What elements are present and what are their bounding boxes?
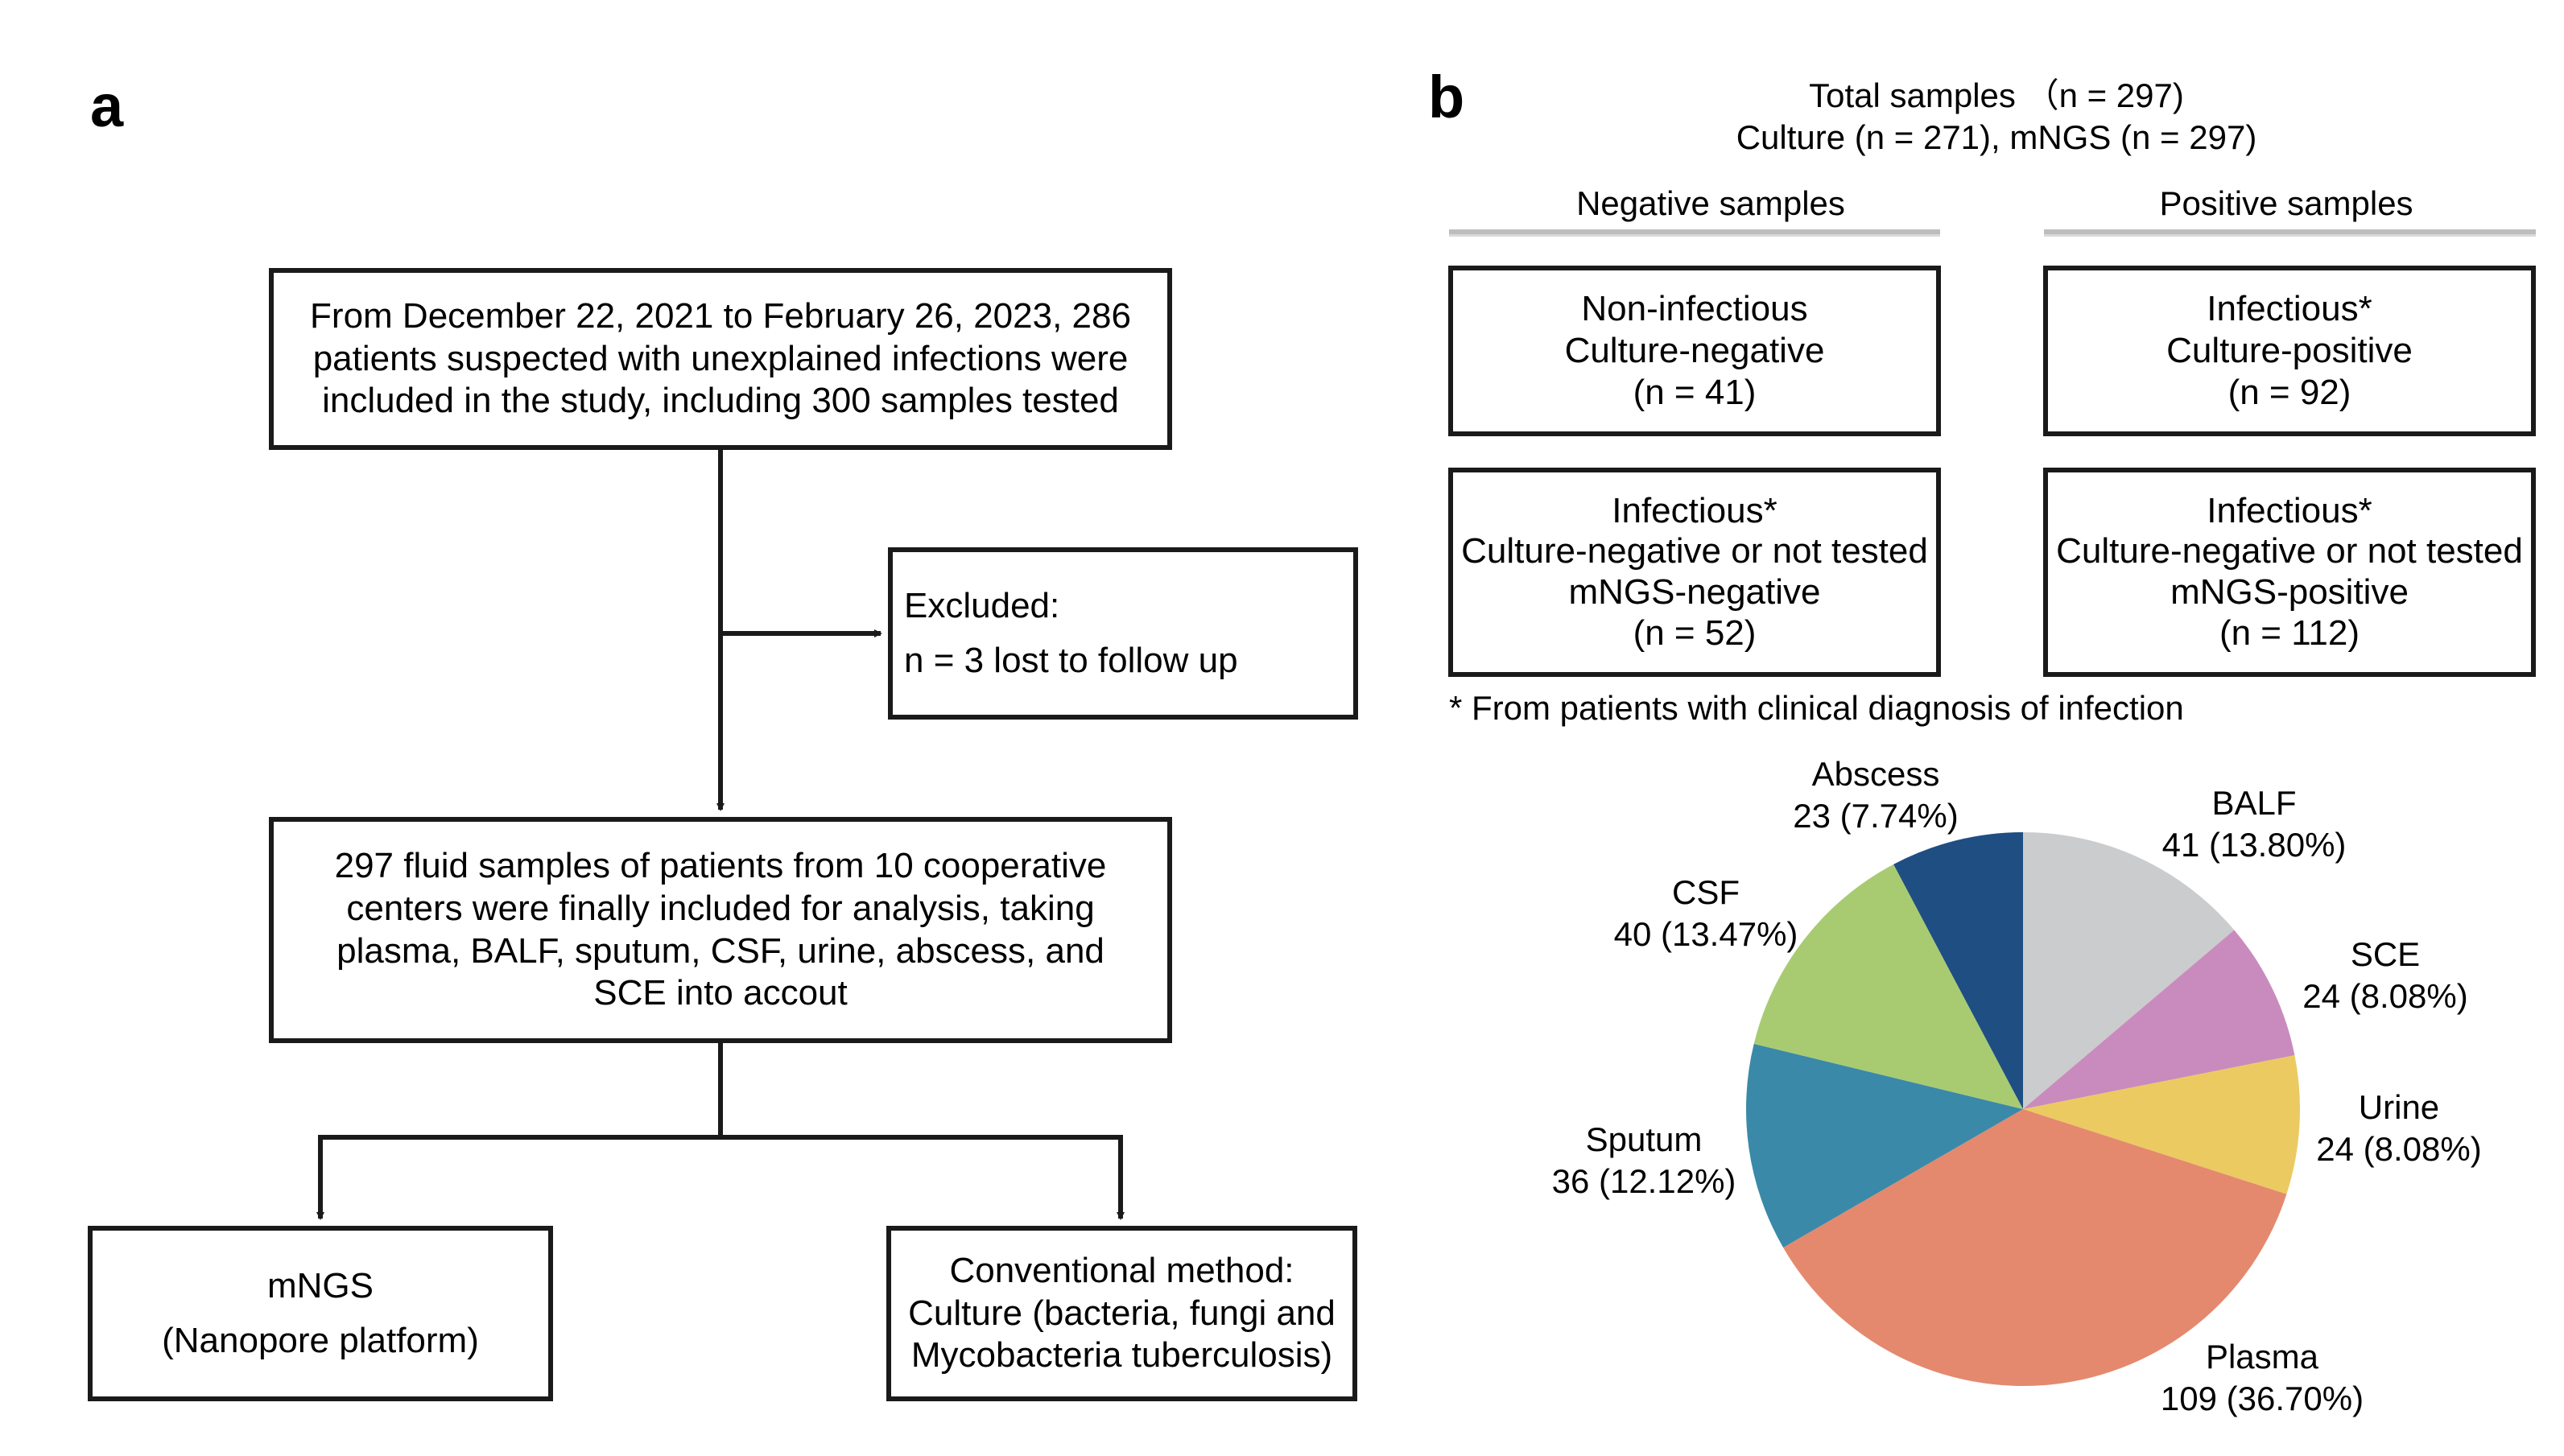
footnote: * From patients with clinical diagnosis … xyxy=(1449,689,2184,727)
neg1-line-3: (n = 41) xyxy=(1633,372,1757,412)
included-line-1: 297 fluid samples of patients from 10 co… xyxy=(334,845,1107,885)
mngs-title: mNGS xyxy=(267,1265,374,1305)
conventional-line-1: Conventional method: xyxy=(949,1250,1294,1290)
intro-box: From December 22, 2021 to February 26, 2… xyxy=(269,268,1172,450)
included-line-4: SCE into accout xyxy=(593,973,848,1013)
pie-label-value: 24 (8.08%) xyxy=(2316,1129,2482,1168)
pos1-line-3: (n = 92) xyxy=(2228,372,2351,412)
pie-slice-csf xyxy=(1753,864,2023,1109)
mngs-platform: (Nanopore platform) xyxy=(162,1321,479,1360)
neg2-line-3: mNGS-negative xyxy=(1568,572,1821,612)
total-samples-line: Total samples （n = 297) xyxy=(1809,76,2184,114)
pie-slice-sce xyxy=(2023,930,2295,1109)
pie-label-value: 109 (36.70%) xyxy=(2160,1379,2364,1417)
pie-label-name: SCE xyxy=(2350,935,2421,973)
pie-label-value: 36 (12.12%) xyxy=(1551,1161,1736,1200)
mngs-box: mNGS (Nanopore platform) xyxy=(88,1226,553,1401)
pie-slice-abscess xyxy=(1893,832,2023,1109)
neg1-line-2: Culture-negative xyxy=(1564,331,1825,371)
included-line-3: plasma, BALF, sputum, CSF, urine, absces… xyxy=(336,930,1104,971)
panel-b-letter: b xyxy=(1428,64,1465,130)
pos2-line-2: Culture-negative or not tested xyxy=(2056,531,2523,571)
conventional-line-2: Culture (bacteria, fungi and xyxy=(908,1293,1336,1333)
pie-slice-urine xyxy=(2023,1055,2301,1194)
pie-label-value: 40 (13.47%) xyxy=(1613,914,1798,953)
infectious-mngs-negative-box: Infectious* Culture-negative or not test… xyxy=(1448,468,1941,677)
non-infectious-culture-negative-box: Non-infectious Culture-negative (n = 41) xyxy=(1448,266,1941,436)
negative-samples-header: Negative samples xyxy=(1576,184,1845,222)
intro-line-1: From December 22, 2021 to February 26, 2… xyxy=(310,295,1131,336)
culture-mngs-line: Culture (n = 271), mNGS (n = 297) xyxy=(1736,118,2257,156)
infectious-culture-positive-box: Infectious* Culture-positive (n = 92) xyxy=(2043,266,2536,436)
pie-label-name: Urine xyxy=(2358,1088,2440,1126)
pos2-line-4: (n = 112) xyxy=(2219,613,2360,653)
infectious-mngs-positive-box: Infectious* Culture-negative or not test… xyxy=(2043,468,2536,677)
pie-slice-sputum xyxy=(1746,1043,2023,1248)
excluded-title: Excluded: xyxy=(904,585,1060,625)
pos2-line-3: mNGS-positive xyxy=(2170,572,2409,612)
intro-line-2: patients suspected with unexplained infe… xyxy=(312,338,1129,378)
pie-label-name: CSF xyxy=(1672,873,1740,911)
pos1-line-1: Infectious* xyxy=(2207,289,2372,329)
excluded-detail: n = 3 lost to follow up xyxy=(904,641,1238,680)
pie-label-name: BALF xyxy=(2211,784,2297,822)
pie-label-value: 24 (8.08%) xyxy=(2302,976,2468,1015)
pie-slice-balf xyxy=(2023,832,2235,1109)
included-samples-box: 297 fluid samples of patients from 10 co… xyxy=(269,817,1172,1043)
neg1-line-1: Non-infectious xyxy=(1581,289,1808,329)
intro-line-3: included in the study, including 300 sam… xyxy=(322,381,1119,421)
panel-a-letter: a xyxy=(90,72,124,139)
pie-label-value: 23 (7.74%) xyxy=(1793,796,1959,835)
pie-label-name: Abscess xyxy=(1811,755,1940,793)
positive-header-rule xyxy=(2044,229,2536,237)
pos2-line-1: Infectious* xyxy=(2207,490,2372,530)
neg2-line-2: Culture-negative or not tested xyxy=(1461,531,1928,571)
pie-label-name: Sputum xyxy=(1585,1120,1703,1158)
pos1-line-2: Culture-positive xyxy=(2166,331,2413,371)
conventional-line-3: Mycobacteria tuberculosis) xyxy=(910,1335,1333,1376)
neg2-line-1: Infectious* xyxy=(1612,490,1777,530)
pie-label-value: 41 (13.80%) xyxy=(2161,825,2347,864)
conventional-method-box: Conventional method: Culture (bacteria, … xyxy=(886,1226,1357,1401)
negative-header-rule xyxy=(1449,229,1940,237)
positive-samples-header: Positive samples xyxy=(2159,184,2413,222)
pie-label-name: Plasma xyxy=(2205,1338,2319,1376)
included-line-2: centers were finally included for analys… xyxy=(346,888,1095,928)
neg2-line-4: (n = 52) xyxy=(1633,613,1757,653)
excluded-box: Excluded: n = 3 lost to follow up xyxy=(888,547,1358,720)
pie-slice-plasma xyxy=(1783,1109,2287,1387)
